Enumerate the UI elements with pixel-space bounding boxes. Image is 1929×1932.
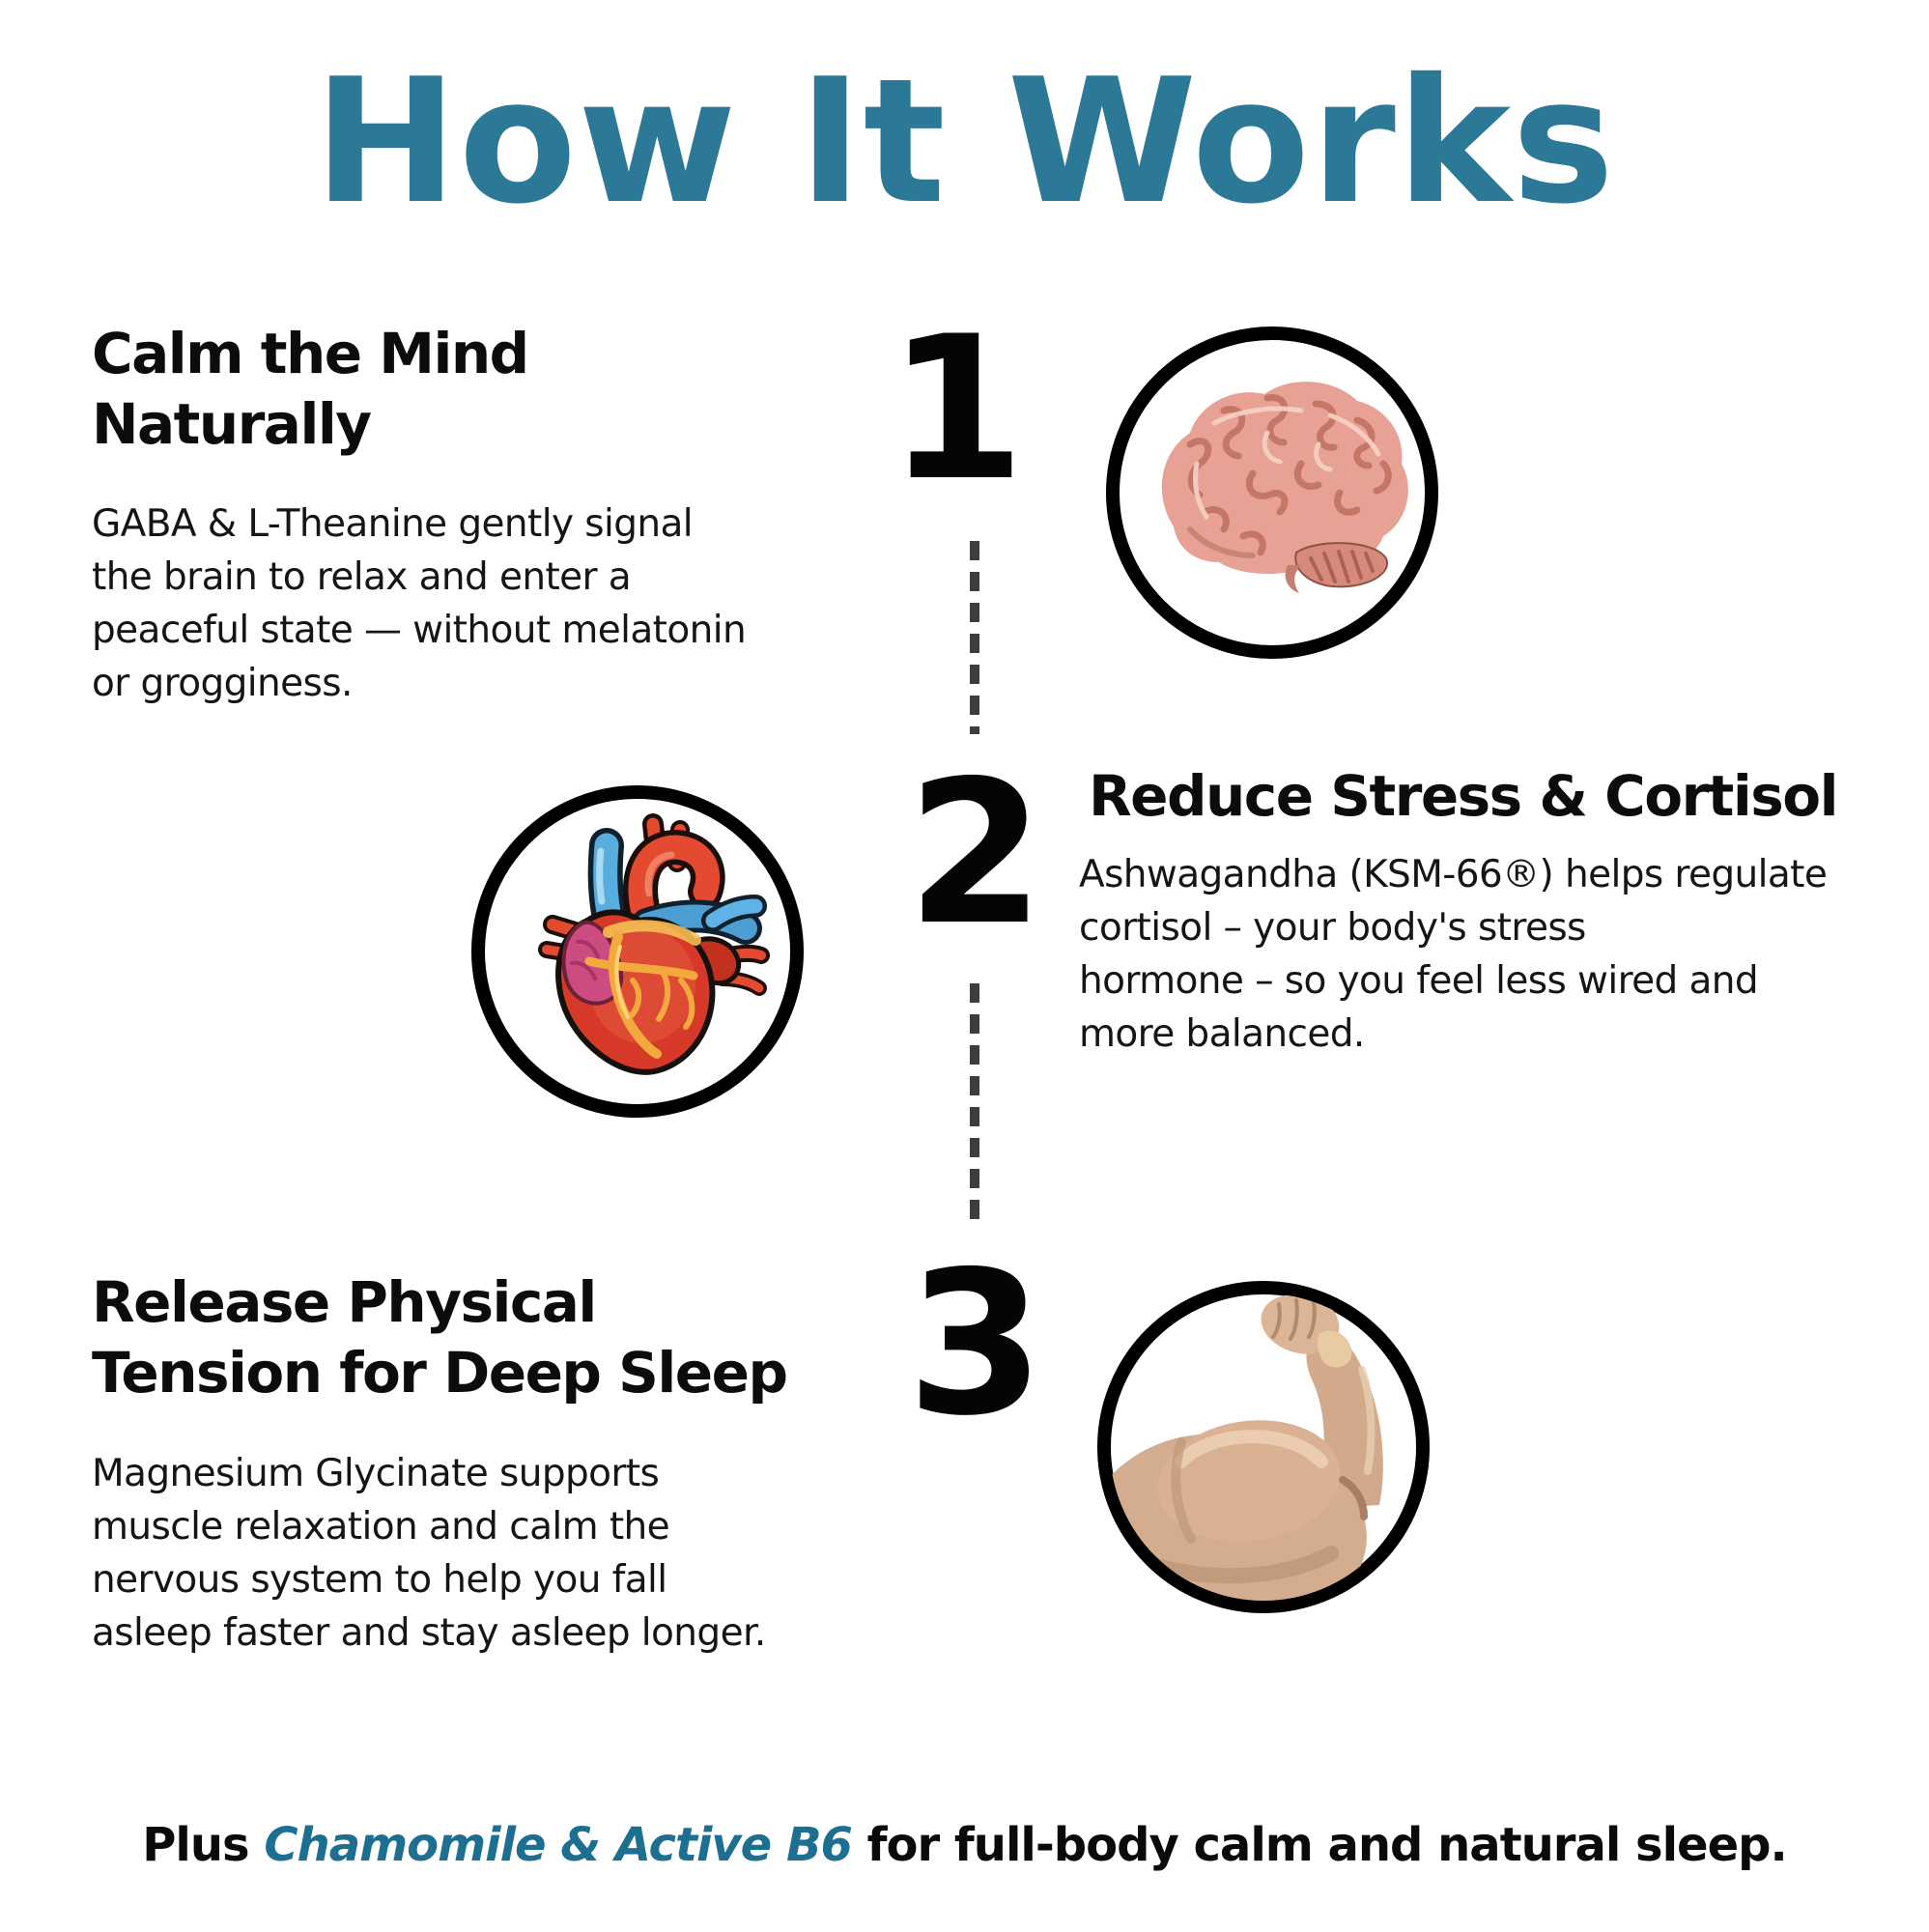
bicep-icon xyxy=(1090,1273,1437,1621)
step2-body: Ashwagandha (KSM-66®) helps regulate cor… xyxy=(1079,853,1828,1056)
step2-heading: Reduce Stress & Cortisol xyxy=(1089,763,1839,829)
step1-image-circle xyxy=(1098,319,1446,667)
footer-tagline: Plus Chamomile & Active B6 for full-body… xyxy=(0,1818,1929,1872)
step-connector-line-2 xyxy=(970,983,979,1223)
step3-body: Magnesium Glycinate supports muscle rela… xyxy=(92,1452,766,1655)
page-title: How It Works xyxy=(313,42,1616,242)
step1-body: GABA & L-Theanine gently signal the brai… xyxy=(92,502,747,705)
footer-highlight: Chamomile & Active B6 xyxy=(264,1818,853,1872)
step1-heading: Calm the Mind Naturally xyxy=(92,321,529,458)
step3-heading: Release Physical Tension for Deep Sleep xyxy=(92,1269,788,1406)
step1-number: 1 xyxy=(887,295,1026,525)
brain-icon xyxy=(1098,319,1446,667)
footer-prefix: Plus xyxy=(142,1818,265,1872)
step-connector-line-1 xyxy=(970,541,979,734)
footer-suffix: for full-body calm and natural sleep. xyxy=(851,1818,1788,1872)
step2-image-circle xyxy=(464,778,811,1125)
heart-icon xyxy=(464,778,811,1125)
step3-image-circle xyxy=(1090,1273,1437,1621)
step3-number: 3 xyxy=(906,1230,1045,1460)
step2-number: 2 xyxy=(906,739,1045,969)
